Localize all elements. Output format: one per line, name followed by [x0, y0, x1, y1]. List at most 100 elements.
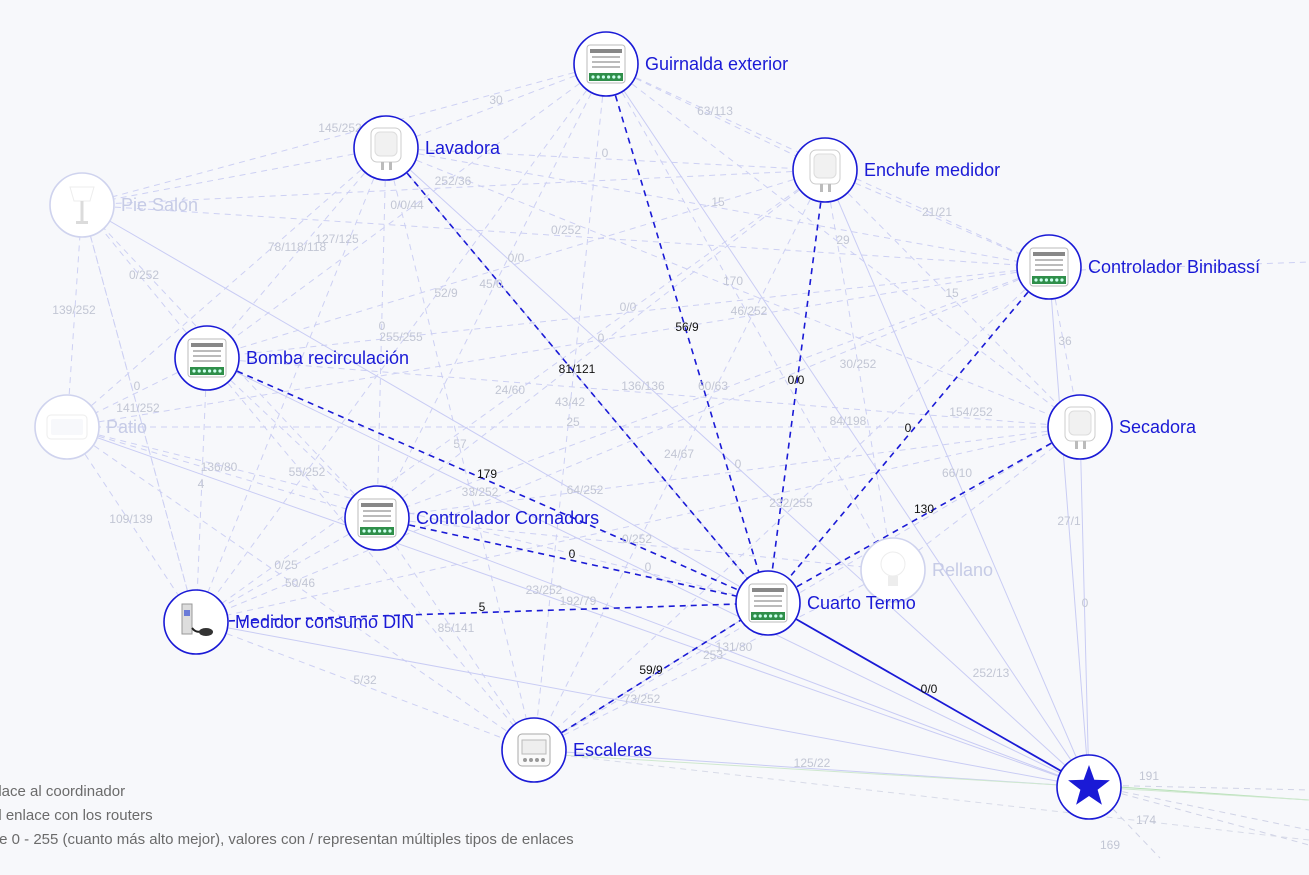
link-quality-label: 46/252: [731, 304, 768, 318]
node-escaleras[interactable]: Escaleras: [501, 717, 652, 783]
mesh-link: [385, 147, 826, 171]
router-link: [1048, 266, 1090, 788]
link-quality-label: 30: [489, 93, 503, 107]
mesh-link: [605, 63, 826, 171]
mesh-link: [195, 169, 826, 623]
node-patio[interactable]: Patio: [34, 394, 147, 460]
link-quality-label: 232/255: [769, 496, 813, 510]
link-quality-label: 52/9: [434, 286, 458, 300]
mesh-link: [824, 169, 1050, 268]
star-icon: [1068, 765, 1110, 805]
mesh-link: [376, 266, 1050, 519]
link-quality-label: 5/32: [353, 673, 377, 687]
link-quality-label: 0/0: [508, 251, 525, 265]
node-coord[interactable]: [1056, 754, 1122, 820]
mesh-link: [385, 147, 1050, 268]
link-quality-label: 0: [602, 146, 609, 160]
strong-link: [767, 169, 826, 604]
mesh-link: [81, 147, 387, 206]
switch-module-icon: [357, 498, 397, 538]
link-quality-label: 0: [645, 560, 652, 574]
mesh-link: [66, 204, 83, 428]
link-quality-label: 0: [134, 379, 141, 393]
link-quality-label: 55/252: [289, 465, 326, 479]
link-quality-label: 36: [1058, 334, 1072, 348]
mesh-link: [533, 169, 826, 751]
mesh-links: [66, 63, 1081, 751]
node-label: Enchufe medidor: [864, 160, 1000, 180]
mesh-link: [195, 357, 208, 623]
node-secadora[interactable]: Secadora: [1047, 394, 1197, 460]
node-cuarto[interactable]: Cuarto Termo: [735, 570, 916, 636]
mesh-link: [376, 147, 387, 519]
strong-link: [767, 266, 1050, 604]
node-label: Bomba recirculación: [246, 348, 409, 368]
strong-link-label: 0: [905, 421, 912, 435]
link-quality-label: 0: [598, 331, 605, 345]
link-quality-label: 64/252: [567, 483, 604, 497]
link-quality-label: 0/0: [620, 300, 637, 314]
mesh-link: [195, 63, 607, 623]
mesh-link: [376, 63, 607, 519]
link-quality-label: 170: [723, 274, 743, 288]
link-quality-label: 174: [1136, 813, 1156, 827]
mesh-link: [81, 169, 826, 206]
link-quality-label: 0: [1082, 596, 1089, 610]
link-quality-label: 0/252: [129, 268, 159, 282]
strong-link-label: 0/0: [788, 373, 805, 387]
link-quality-label: 63/113: [697, 104, 733, 118]
link-quality-label: 30/252: [840, 357, 877, 371]
mesh-link: [605, 63, 1081, 428]
link-quality-label: 136/136: [621, 379, 665, 393]
router-link: [605, 63, 1090, 788]
switch-module-icon: [1029, 247, 1069, 287]
mesh-link: [376, 517, 894, 571]
link-quality-label: 109/139: [109, 512, 153, 526]
node-lavadora[interactable]: Lavadora: [353, 115, 501, 181]
node-label: Controlador Binibassí: [1088, 257, 1260, 277]
node-bini[interactable]: Controlador Binibassí: [1016, 234, 1260, 300]
link-quality-label: 191: [1139, 769, 1159, 783]
relay-module-icon: [517, 733, 551, 767]
strong-link-label: 5: [479, 600, 486, 614]
router-link: [1079, 426, 1090, 788]
link-quality-label: 66/10: [942, 466, 972, 480]
link-quality-label: 169: [1100, 838, 1120, 852]
link-quality-label: 127/125: [315, 232, 359, 246]
strong-link: [533, 602, 769, 751]
link-quality-label: 145/252: [318, 121, 362, 135]
node-medidor[interactable]: Medidor consumo DIN: [163, 589, 414, 655]
node-pie[interactable]: Pie Salón: [49, 172, 198, 238]
node-label: Cuarto Termo: [807, 593, 916, 613]
node-label: Medidor consumo DIN: [235, 612, 414, 632]
legend-coordinator-link: nlace al coordinador: [0, 783, 126, 800]
node-enchufe[interactable]: Enchufe medidor: [792, 137, 1000, 203]
mesh-link: [66, 426, 378, 519]
mesh-link: [206, 169, 826, 359]
mesh-link: [206, 63, 607, 359]
node-rellano[interactable]: Rellano: [860, 537, 993, 603]
strong-link-label: 56/9: [675, 320, 699, 334]
link-quality-label: 60/63: [698, 379, 728, 393]
mesh-link: [206, 147, 387, 359]
smart-plug-icon: [370, 127, 402, 170]
mesh-link: [81, 63, 607, 206]
router-links: [66, 63, 1090, 788]
link-quality-label: 33/252: [462, 485, 499, 499]
node-bomba[interactable]: Bomba recirculación: [174, 325, 409, 391]
node-cornadors[interactable]: Controlador Cornadors: [344, 485, 599, 551]
light-icon: [46, 414, 88, 440]
link-quality-label: 15: [945, 286, 959, 300]
strong-link-label: 0: [569, 547, 576, 561]
strong-link-label: 81/121: [559, 362, 596, 376]
link-quality-label: 154/252: [949, 405, 993, 419]
din-meter-icon: [181, 603, 213, 636]
mesh-link: [66, 426, 197, 623]
link-quality-label: 255/255: [379, 330, 423, 344]
mesh-link: [376, 517, 535, 751]
strong-link-label: 0/0: [921, 682, 938, 696]
node-guirnalda[interactable]: Guirnalda exterior: [573, 31, 788, 97]
lamp-icon: [69, 186, 95, 224]
